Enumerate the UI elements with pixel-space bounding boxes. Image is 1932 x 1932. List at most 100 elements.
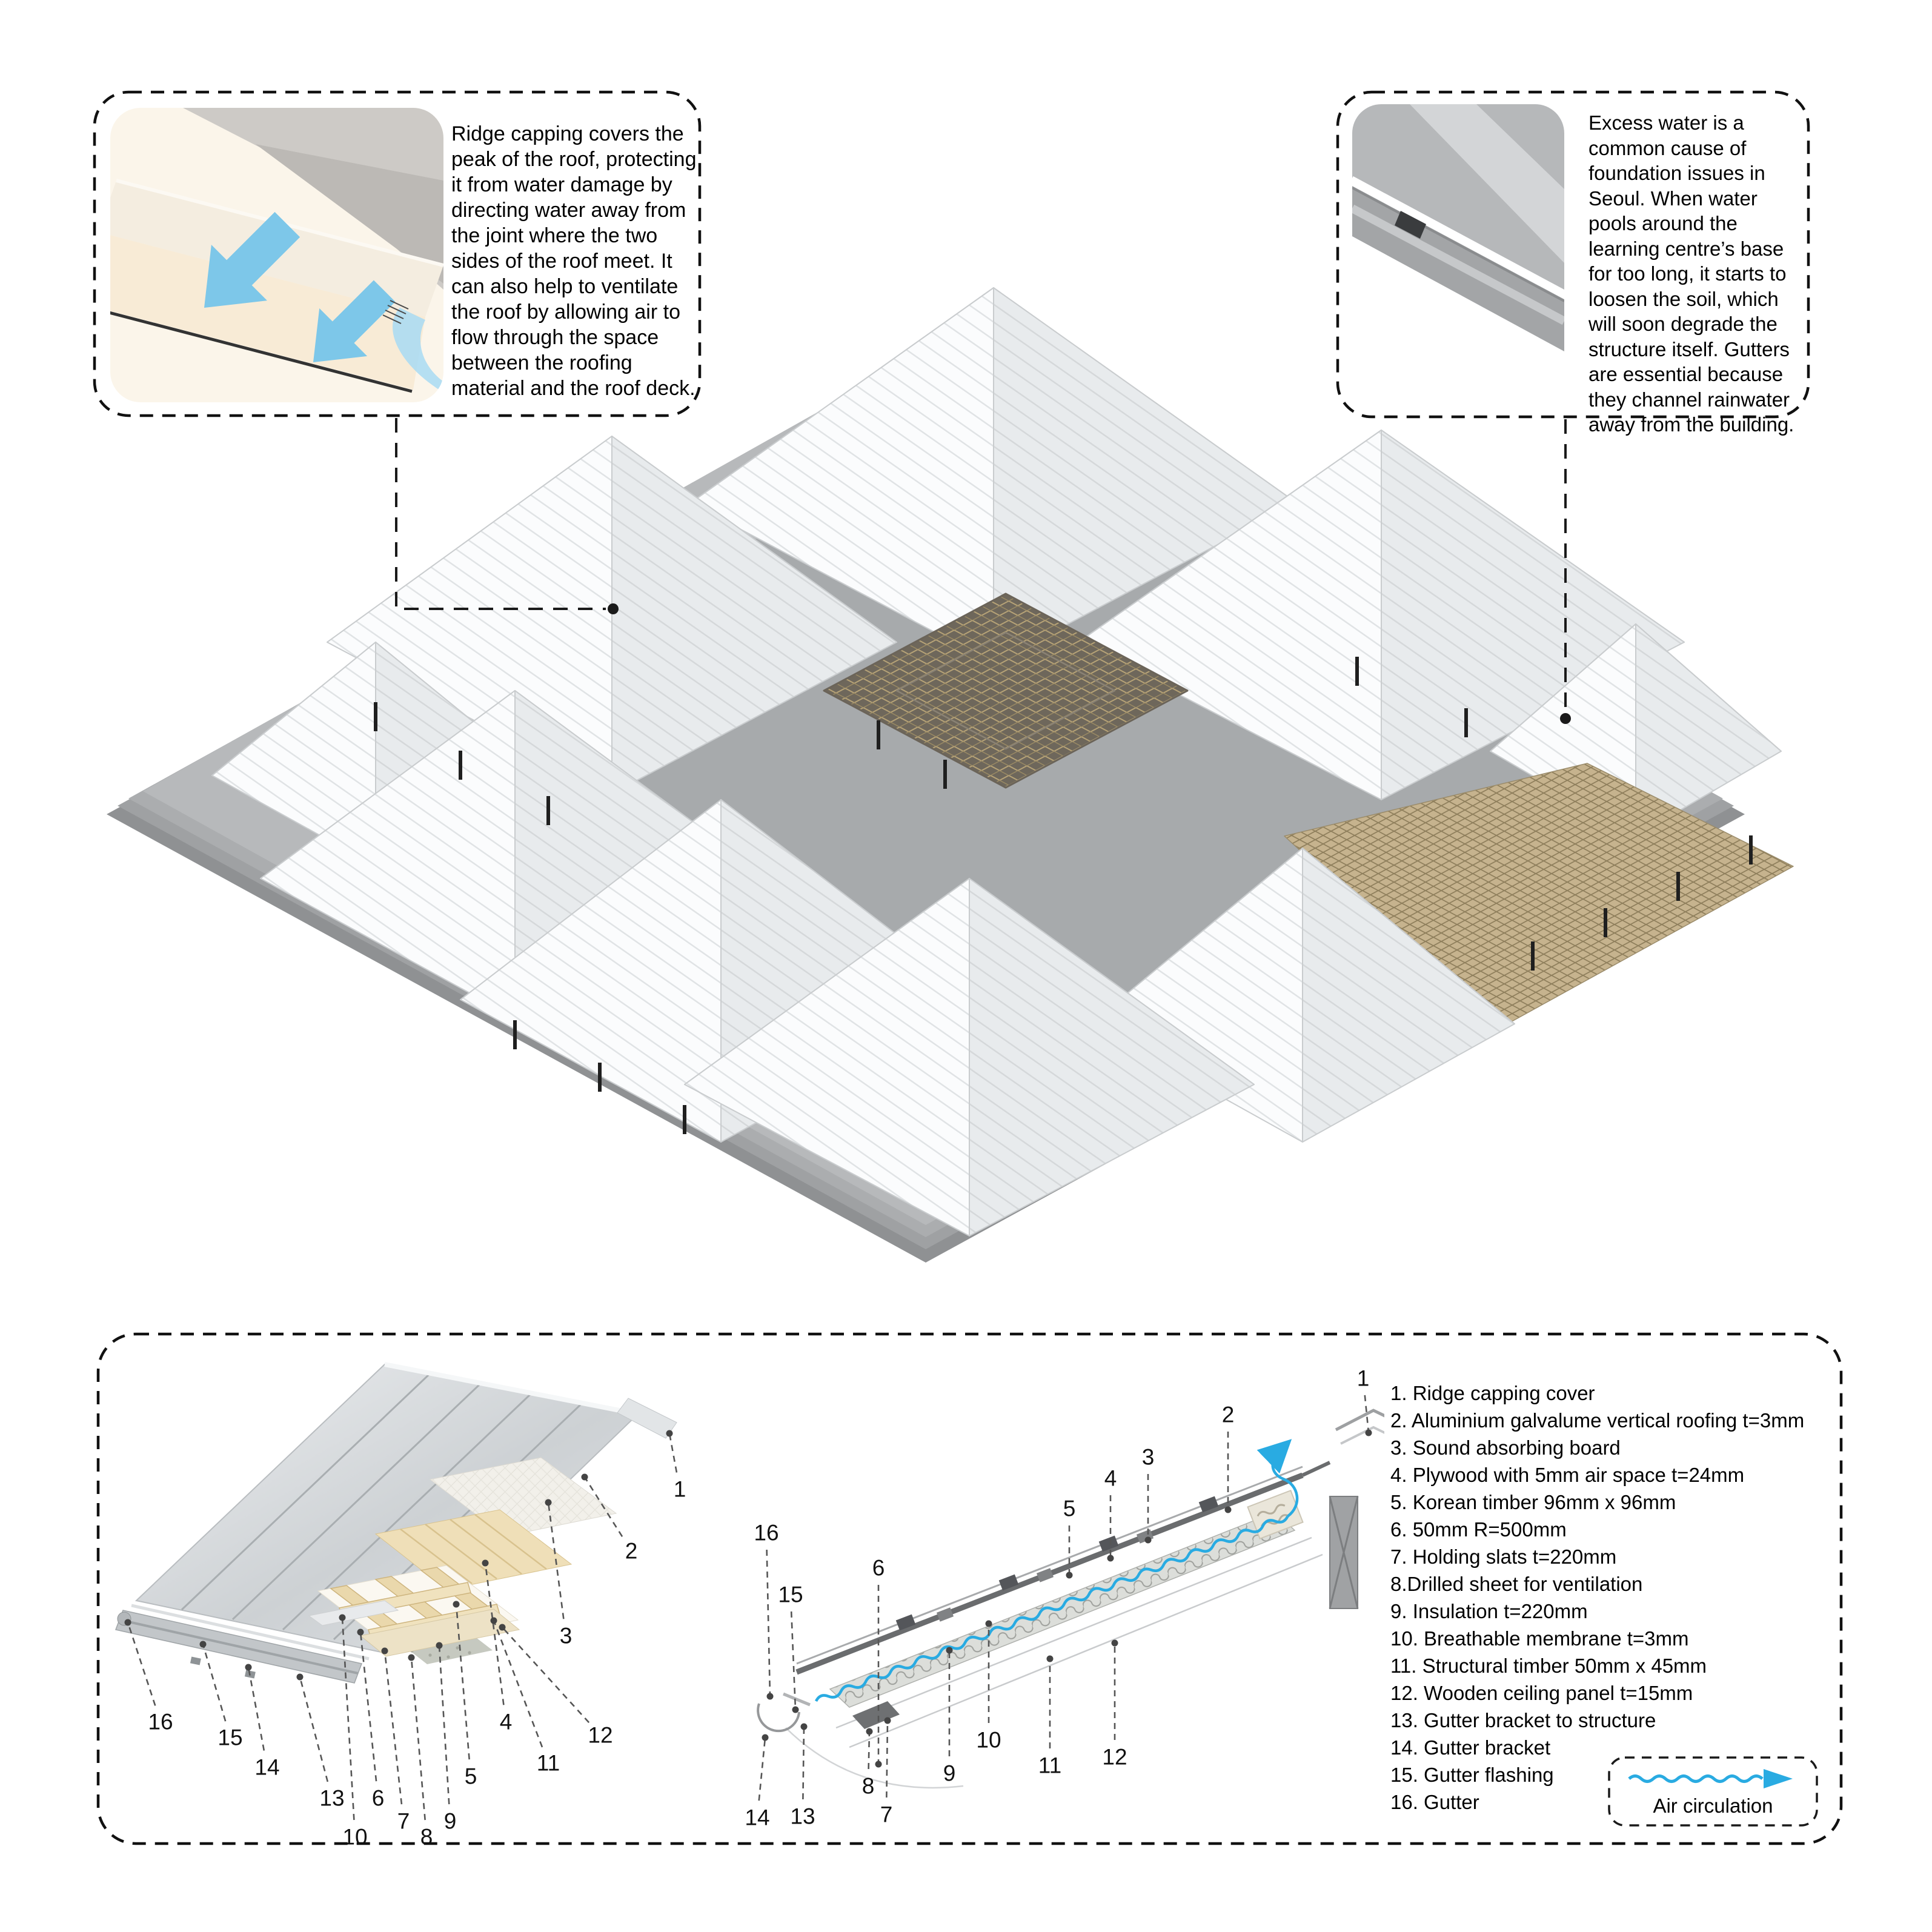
leader-dot-section-9 — [946, 1647, 953, 1654]
leader-line-exploded-1 — [668, 1433, 678, 1473]
leader-line-exploded-13 — [299, 1676, 329, 1782]
leader-line-exploded-8 — [410, 1657, 426, 1821]
membrane — [308, 1600, 399, 1626]
leader-dot-section-12 — [1111, 1639, 1118, 1647]
detail-label-section-6: 6 — [872, 1555, 885, 1581]
roof-clips — [895, 1496, 1219, 1631]
detail-label-section-9: 9 — [943, 1761, 956, 1786]
leader-dot-exploded-9 — [436, 1642, 443, 1649]
leader-dot-exploded-6 — [357, 1628, 364, 1636]
detail-label-section-12: 12 — [1102, 1744, 1127, 1770]
gutter-thumbnail — [1352, 104, 1564, 400]
air-flow-arrow — [814, 1439, 1299, 1702]
leader-line-section-14 — [758, 1737, 766, 1801]
legend-item-11: 11. Structural timber 50mm x 45mm — [1390, 1655, 1707, 1677]
leader-line-exploded-9 — [438, 1645, 450, 1805]
legend-item-14: 14. Gutter bracket — [1390, 1736, 1551, 1759]
gutter-callout-text: Excess water is a common cause of founda… — [1588, 111, 1794, 436]
air-circulation-legend: Air circulation — [1607, 1756, 1819, 1827]
leader-dot-section-13 — [800, 1723, 808, 1730]
leader-line-exploded-5 — [455, 1604, 470, 1760]
leader-line-section-16 — [766, 1549, 771, 1697]
legend-item-7: 7. Holding slats t=220mm — [1390, 1545, 1617, 1568]
detail-label-section-3: 3 — [1141, 1444, 1155, 1470]
detail-label-exploded-12: 12 — [588, 1722, 613, 1748]
detail-label-section-14: 14 — [745, 1805, 770, 1830]
ceiling-panel — [359, 1608, 520, 1657]
legend-item-15: 15. Gutter flashing — [1390, 1764, 1554, 1786]
detail-label-section-5: 5 — [1063, 1496, 1076, 1521]
detail-label-exploded-10: 10 — [342, 1824, 368, 1850]
roof-top-right — [1078, 430, 1685, 800]
vent-gap — [110, 305, 413, 393]
detail-label-exploded-3: 3 — [559, 1623, 573, 1648]
roofing-sheet — [796, 1466, 1303, 1665]
leader-dot-exploded-1 — [666, 1430, 673, 1437]
callout-leader-lines — [395, 418, 1567, 714]
detail-label-exploded-9: 9 — [443, 1808, 457, 1834]
detail-label-exploded-15: 15 — [217, 1725, 243, 1750]
leader-dot-exploded-4 — [482, 1559, 489, 1567]
courtyard — [823, 593, 1189, 789]
legend-item-9: 9. Insulation t=220mm — [1390, 1600, 1588, 1622]
leader-dot-exploded-2 — [581, 1473, 588, 1481]
leader-dot-exploded-16 — [124, 1619, 131, 1626]
eave-block — [852, 1701, 900, 1729]
gutter-clip — [1395, 211, 1426, 239]
detail-label-section-15: 15 — [778, 1582, 803, 1607]
detail-label-section-8: 8 — [861, 1773, 875, 1799]
ridge-capping-thumbnail — [110, 108, 443, 402]
roof-top-center — [690, 287, 1297, 664]
bottom-panel-border — [96, 1332, 1843, 1845]
leader-line-exploded-7 — [383, 1650, 403, 1805]
leader-line-exploded-6 — [359, 1632, 377, 1782]
section-leader-lines — [758, 1395, 1372, 1801]
water-arrow-icon — [204, 211, 396, 362]
legend-item-5: 5. Korean timber 96mm x 96mm — [1390, 1491, 1676, 1513]
detail-label-exploded-6: 6 — [371, 1785, 385, 1811]
gutter-callout-border — [1336, 90, 1810, 419]
detail-label-section-2: 2 — [1221, 1402, 1235, 1427]
leader-dot-section-4 — [1107, 1555, 1114, 1562]
leader-dot-exploded-11 — [490, 1617, 497, 1624]
legend-item-4: 4. Plywood with 5mm air space t=24mm — [1390, 1464, 1745, 1486]
gutter-leader-dot — [1560, 713, 1571, 724]
ridge-cap-piece — [617, 1398, 677, 1439]
ridge-callout-border — [93, 90, 702, 417]
leader-dot-exploded-8 — [408, 1654, 415, 1661]
detail-label-section-4: 4 — [1104, 1466, 1117, 1491]
legend-item-13: 13. Gutter bracket to structure — [1390, 1709, 1656, 1731]
legend-item-6: 6. 50mm R=500mm — [1390, 1518, 1567, 1541]
section-contours — [785, 1536, 1323, 1789]
leader-line-exploded-10 — [341, 1617, 355, 1821]
detail-label-section-11: 11 — [1038, 1753, 1062, 1778]
roofscape — [211, 287, 1794, 1237]
leader-dot-section-8 — [866, 1728, 873, 1735]
detail-label-section-16: 16 — [754, 1520, 779, 1545]
leader-line-section-7 — [886, 1720, 889, 1798]
leader-dot-section-1 — [1365, 1429, 1372, 1436]
detail-label-exploded-16: 16 — [148, 1709, 173, 1734]
detail-label-section-1: 1 — [1356, 1366, 1370, 1391]
detail-label-exploded-13: 13 — [319, 1785, 345, 1811]
ridge-assembly — [1247, 1409, 1384, 1609]
exploded-leader-lines — [124, 1430, 678, 1821]
leader-dot-exploded-7 — [381, 1647, 388, 1655]
roof-bottom-center — [684, 878, 1255, 1237]
roof-deck — [183, 108, 443, 290]
air-circulation-key-svg — [1608, 1756, 1818, 1827]
legend-item-8: 8.Drilled sheet for ventilation — [1390, 1573, 1643, 1595]
layer-stack — [308, 1457, 617, 1664]
leader-dot-exploded-14 — [245, 1664, 252, 1671]
legend-item-2: 2. Aluminium galvalume vertical roofing … — [1390, 1409, 1805, 1432]
legend-item-10: 10. Breathable membrane t=3mm — [1390, 1627, 1689, 1650]
leader-dot-exploded-12 — [499, 1624, 506, 1631]
roof-top-left — [327, 436, 897, 794]
legend-item-16: 16. Gutter — [1390, 1791, 1479, 1813]
ridge-callout-text: Ridge capping covers the peak of the roo… — [451, 122, 697, 400]
detail-label-exploded-5: 5 — [464, 1764, 477, 1789]
